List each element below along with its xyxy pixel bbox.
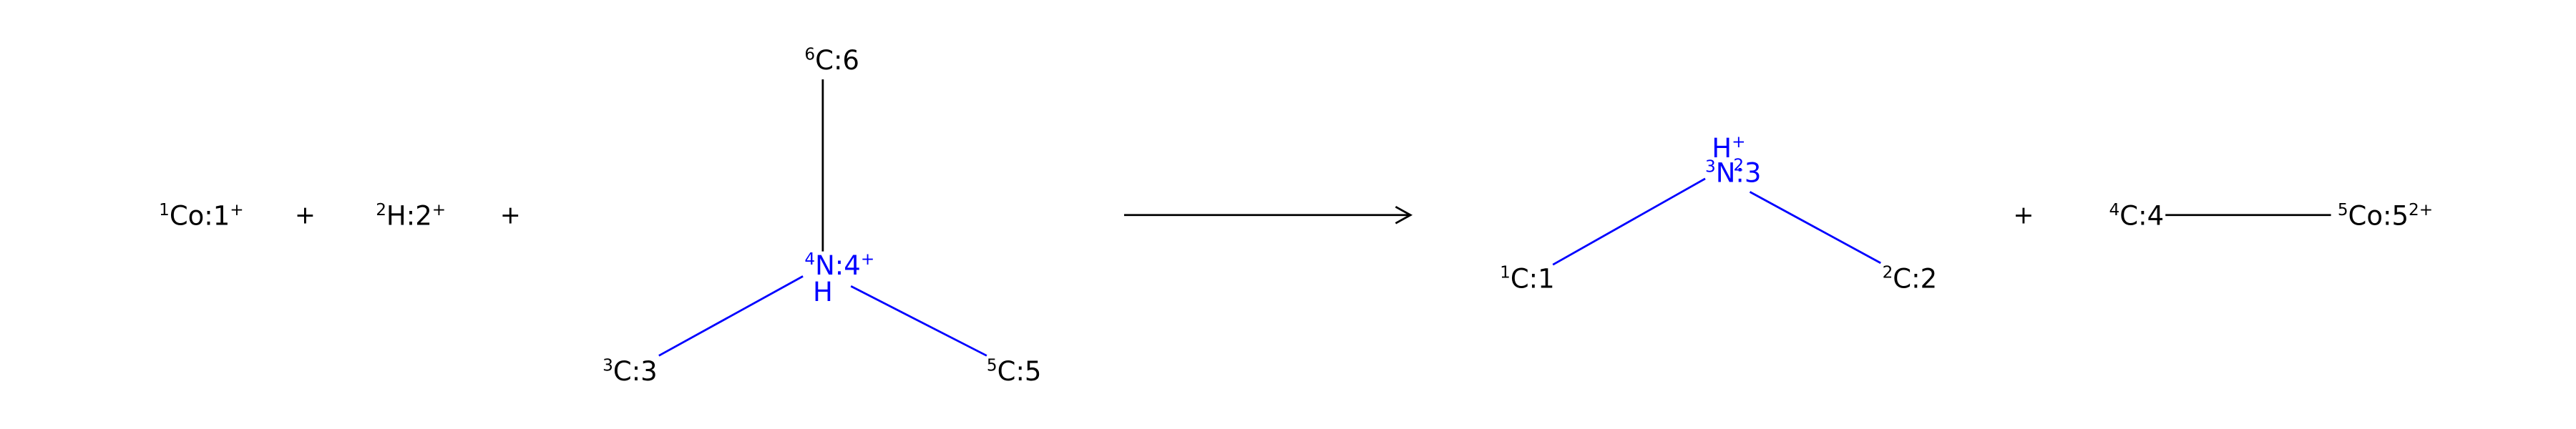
reaction-arrow-icon <box>1123 205 1413 225</box>
atom-c6-isotope: 6 <box>804 45 815 64</box>
atom-c2-label: C:2 <box>1893 264 1937 295</box>
atom-c2: 2C:2 <box>1883 264 1938 295</box>
bond-n3-c1 <box>1552 177 1706 266</box>
atom-n3-label: N:3 <box>1716 157 1762 188</box>
atom-h2: 2H:2+ <box>376 201 446 232</box>
atom-n3-isotope: 3 <box>1705 158 1716 177</box>
atom-n4: 4N:4+ <box>804 250 874 281</box>
atom-c5-isotope: 5 <box>987 356 997 375</box>
bond-n4-c3 <box>658 275 804 357</box>
atom-co1-label: Co:1 <box>170 201 230 232</box>
bond-n3-c2 <box>1749 191 1881 265</box>
atom-n3-hydrogen: H+ <box>1712 133 1745 164</box>
atom-co5-isotope: 5 <box>2338 201 2348 220</box>
plus-sign-1: + <box>295 201 316 230</box>
atom-n4-charge: + <box>861 250 874 269</box>
atom-c4-isotope: 4 <box>2109 201 2120 220</box>
atom-co1: 1Co:1+ <box>159 201 244 232</box>
atom-c1-label: C:1 <box>1511 264 1555 295</box>
atom-co5-label: Co:5 <box>2348 201 2409 232</box>
atom-c3: 3C:3 <box>602 356 658 387</box>
atom-h2-charge: + <box>432 201 446 220</box>
atom-c1: 1C:1 <box>1500 264 1555 295</box>
plus-sign-2: + <box>500 201 521 230</box>
atom-co1-isotope: 1 <box>159 201 170 220</box>
atom-n3-charge: + <box>1732 133 1745 152</box>
atom-c3-isotope: 3 <box>602 356 613 375</box>
atom-c4-label: C:4 <box>2119 201 2164 232</box>
atom-n4-isotope: 4 <box>804 250 815 269</box>
atom-c1-isotope: 1 <box>1500 264 1511 282</box>
atom-c5-label: C:5 <box>997 356 1042 387</box>
atom-n3-h-count: 2 <box>1733 156 1744 174</box>
atom-c6-label: C:6 <box>815 45 859 76</box>
reactant-bonds <box>658 79 987 357</box>
atom-n4-hydrogen: H <box>813 277 833 307</box>
atom-co1-charge: + <box>230 201 243 220</box>
atom-n4-label: N:4 <box>815 250 861 281</box>
bond-n4-c5 <box>850 285 987 357</box>
atom-n3: 3N:3 <box>1705 157 1761 188</box>
product-bonds <box>1552 177 2331 266</box>
atom-h2-isotope: 2 <box>376 201 386 220</box>
atom-h2-label: H:2 <box>386 201 432 232</box>
plus-sign-3: + <box>2013 201 2034 230</box>
atom-c3-label: C:3 <box>613 356 658 387</box>
atom-n3-hydrogen-label: H <box>1712 133 1732 164</box>
atom-c2-isotope: 2 <box>1883 264 1893 282</box>
atom-co5-charge: 2+ <box>2409 201 2433 220</box>
atom-c6: 6C:6 <box>804 45 859 76</box>
atom-c5: 5C:5 <box>987 356 1042 387</box>
atom-co5: 5Co:52+ <box>2338 201 2433 232</box>
atom-c4: 4C:4 <box>2109 201 2165 232</box>
